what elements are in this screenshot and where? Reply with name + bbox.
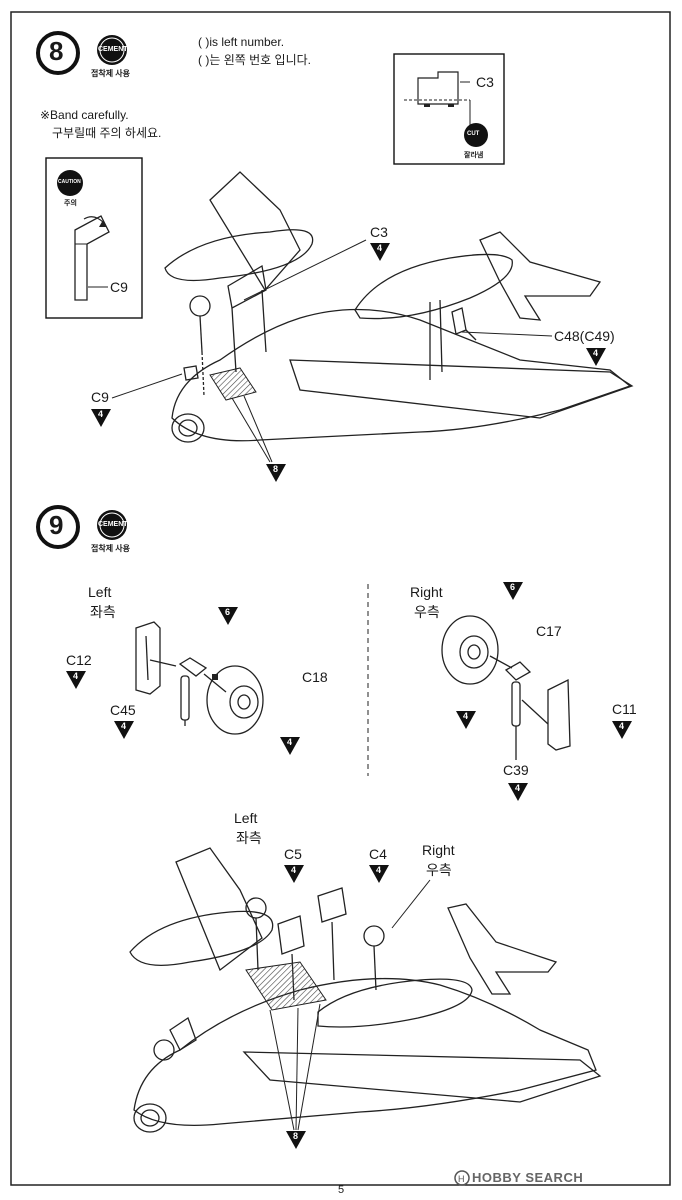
- part-c17-label: C17: [536, 623, 562, 639]
- inset-c9-label: C9: [110, 279, 128, 295]
- step8-number: 8: [49, 36, 64, 66]
- part-c11-label: C11: [612, 701, 637, 717]
- part-c4-label: C4: [369, 846, 387, 862]
- left-gear-connector: [212, 674, 218, 680]
- step8-cement-caption: 접착제 사용: [91, 69, 131, 78]
- ref-c9: 4: [98, 409, 104, 419]
- band-carefully-ko: 구부릴때 주의 하세요.: [52, 126, 162, 140]
- step8-inset-caution-box: [45, 157, 143, 319]
- assembly-right-ko: 우측: [426, 862, 452, 878]
- step9-number: 9: [49, 510, 64, 540]
- part-c3-label: C3: [370, 224, 388, 240]
- part-c9-label: C9: [91, 389, 109, 405]
- step9-aircraft-drawing: [129, 847, 602, 1133]
- ref-wheel-left-top: 6: [225, 607, 231, 617]
- step8-aircraft-drawing: [164, 171, 634, 443]
- part-c18-label: C18: [302, 669, 328, 685]
- ref-c4: 4: [376, 865, 382, 875]
- step9-gear-bay: [245, 961, 327, 1011]
- ref-c48: 4: [593, 348, 599, 358]
- step8-gear-bay: [209, 367, 257, 401]
- ref-wheel-right-top: 6: [510, 582, 516, 592]
- note-left-number-ko: ( )는 왼쪽 번호 입니다.: [198, 53, 311, 67]
- assembly-left-en: Left: [234, 810, 258, 826]
- ref-c3: 4: [377, 243, 383, 253]
- caution-icon-label: CAUTION: [58, 179, 81, 185]
- ref-wheel-right-bottom: 4: [463, 711, 469, 721]
- watermark-logo: H: [454, 1170, 470, 1186]
- left-label-ko: 좌측: [90, 604, 116, 620]
- step8-leader-lines: [111, 239, 553, 463]
- step9-cement-label: CEMENT: [98, 521, 128, 528]
- ref-c39: 4: [515, 783, 521, 793]
- note-left-number-en: ( )is left number.: [198, 35, 285, 49]
- ref-c12: 4: [73, 671, 79, 681]
- left-label-en: Left: [88, 584, 112, 600]
- ref-bay-8: 8: [273, 464, 279, 474]
- right-label-en: Right: [410, 584, 443, 600]
- cut-caption: 잘라냄: [464, 152, 484, 159]
- step8-inset-c3-box: [393, 53, 505, 165]
- ref-bay-8-step9: 8: [293, 1131, 299, 1141]
- left-gear-parts: [135, 621, 264, 735]
- right-gear-parts: [441, 615, 571, 760]
- part-c12-label: C12: [66, 652, 92, 668]
- ref-c11: 4: [619, 721, 625, 731]
- ref-wheel-left-bottom: 4: [287, 737, 293, 747]
- assembly-left-ko: 좌측: [236, 830, 262, 846]
- ref-triangle-markers: [66, 243, 632, 1149]
- caution-caption: 주의: [64, 200, 77, 207]
- part-c5-label: C5: [284, 846, 302, 862]
- page-border: [10, 11, 671, 1186]
- part-c45-label: C45: [110, 702, 136, 718]
- step8-cement-label: CEMENT: [98, 46, 128, 53]
- step9-leader-lines: [269, 879, 431, 1131]
- step8-cement-icon: [97, 35, 127, 65]
- cut-icon-label: CUT: [467, 131, 480, 137]
- watermark-text: HOBBY SEARCH: [472, 1170, 584, 1185]
- cut-icon: [464, 123, 488, 147]
- page-number: 5: [338, 1184, 345, 1196]
- part-c48-label: C48(C49): [554, 328, 615, 344]
- ref-c45: 4: [121, 721, 127, 731]
- step9-cement-icon: [97, 510, 127, 540]
- step9-cement-caption: 접착제 사용: [91, 544, 131, 553]
- step9-step-circle: [36, 505, 80, 549]
- step8-step-circle: [36, 31, 80, 75]
- assembly-right-en: Right: [422, 842, 455, 858]
- svg-text:H: H: [458, 1174, 465, 1184]
- inset-c3-label: C3: [476, 74, 494, 90]
- right-label-ko: 우측: [414, 604, 440, 620]
- part-c39-label: C39: [503, 762, 529, 778]
- ref-c5: 4: [291, 865, 297, 875]
- band-carefully-en: ※Band carefully.: [40, 108, 129, 122]
